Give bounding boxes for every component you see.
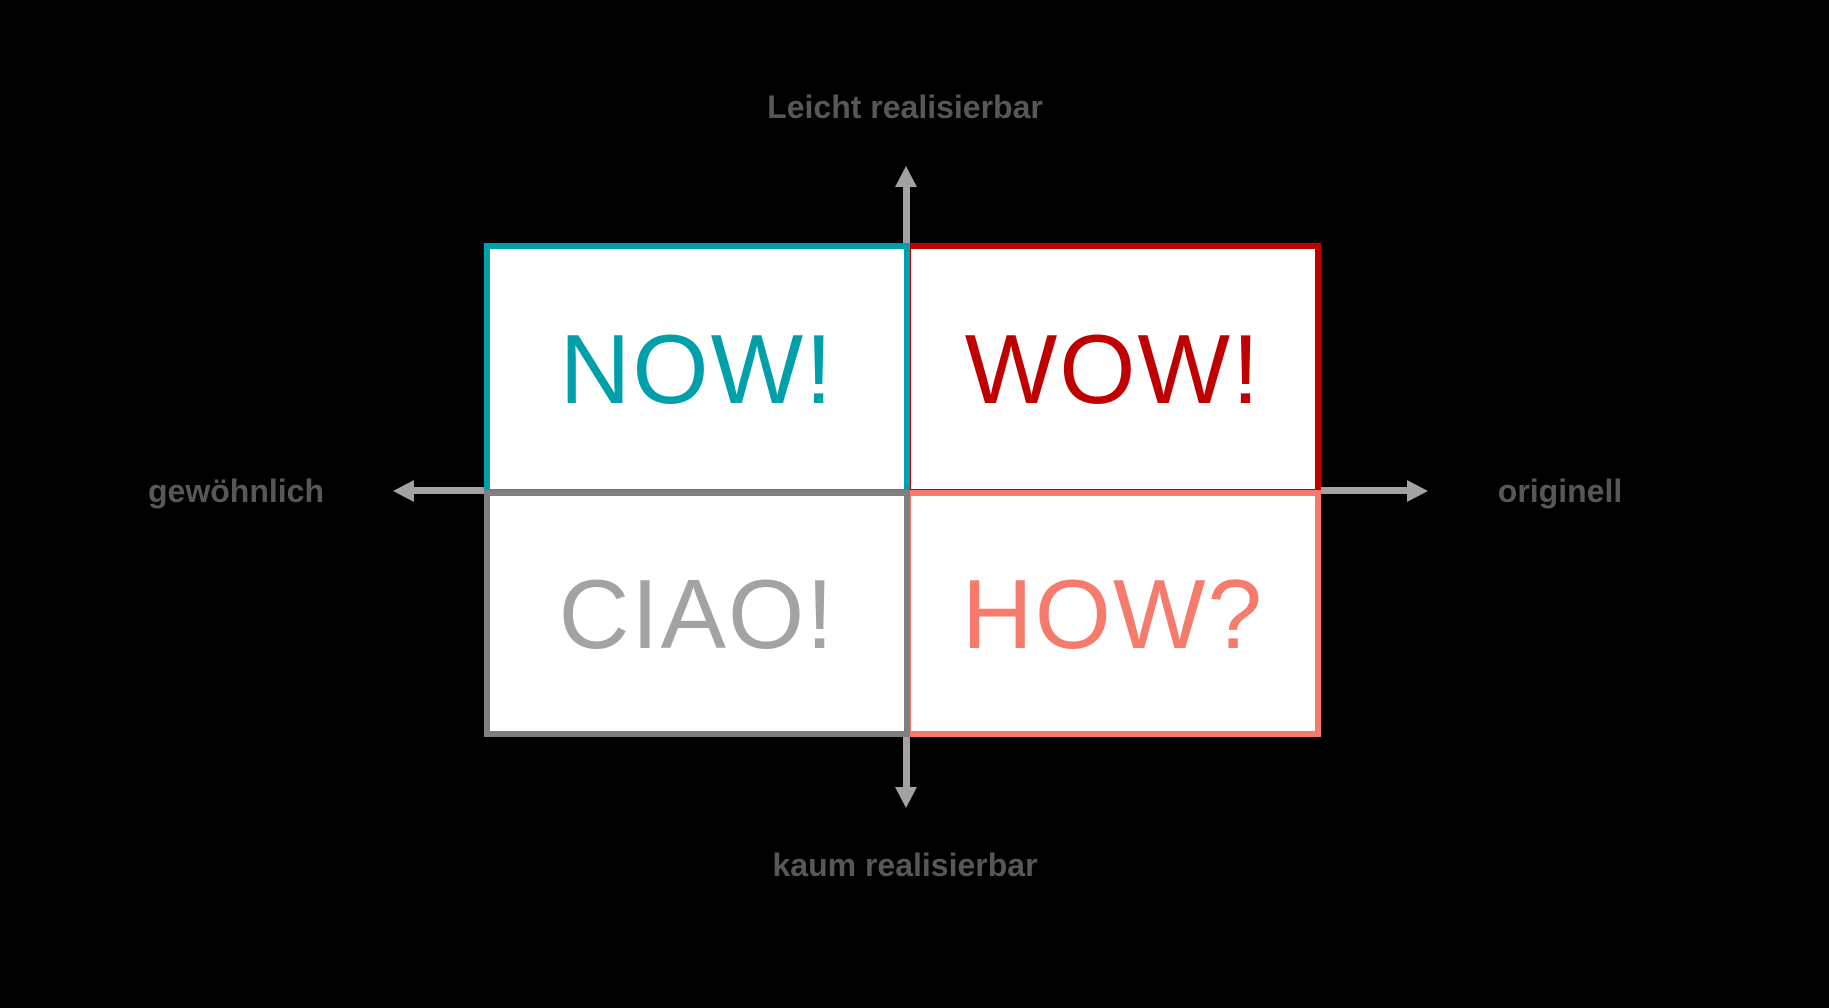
quadrant-label-wow: WOW! <box>964 314 1262 424</box>
arrow-right-icon <box>1407 480 1428 502</box>
quadrant-how: HOW? <box>905 490 1321 737</box>
quadrant-label-ciao: CIAO! <box>558 558 836 669</box>
quadrant-wow: WOW! <box>905 243 1321 495</box>
quadrant-label-how: HOW? <box>962 558 1264 669</box>
arrow-up-icon <box>895 166 917 187</box>
arrow-left-icon <box>393 480 414 502</box>
axis-label-bottom: kaum realisierbar <box>772 847 1038 883</box>
horizontal-axis-shaft-right <box>1321 487 1409 494</box>
arrow-down-icon <box>895 787 917 808</box>
vertical-axis-shaft-down <box>903 737 910 788</box>
axis-label-top: Leicht realisierbar <box>767 89 1043 125</box>
horizontal-axis-shaft-left <box>412 487 484 494</box>
axis-label-left: gewöhnlich <box>148 473 324 509</box>
quadrant-now: NOW! <box>484 243 910 495</box>
vertical-axis-shaft-up <box>903 186 910 243</box>
quadrant-ciao: CIAO! <box>484 490 910 737</box>
quadrant-label-now: NOW! <box>559 314 835 424</box>
axis-label-right: originell <box>1497 473 1623 509</box>
